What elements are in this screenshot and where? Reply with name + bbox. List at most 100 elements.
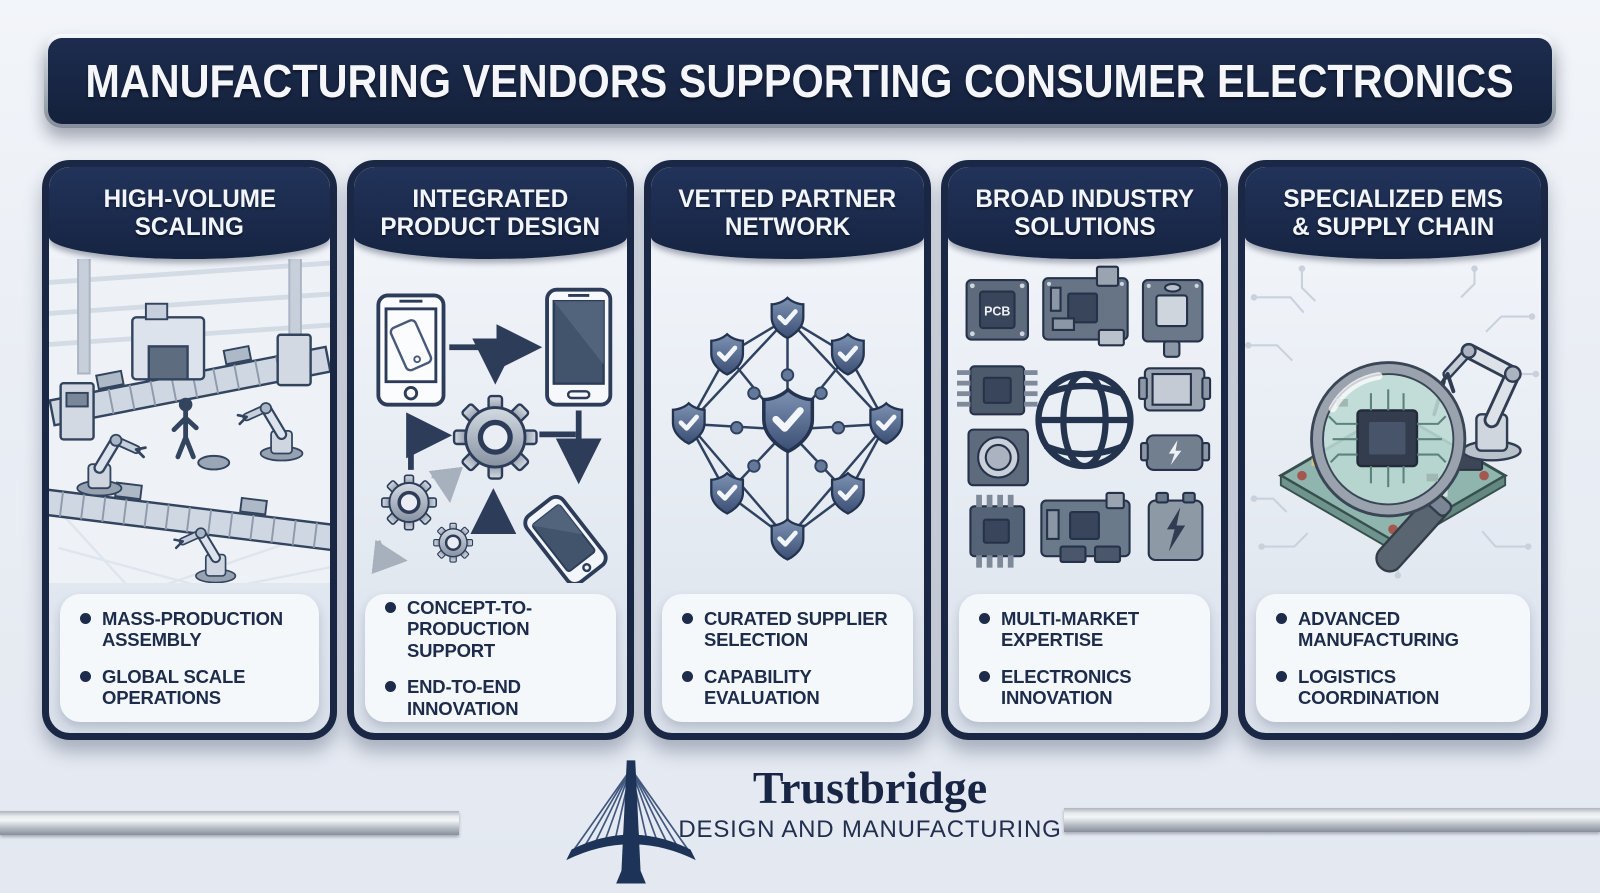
bullet-dot <box>1276 670 1287 682</box>
bullet-dot <box>80 670 91 682</box>
brand-name: Trustbridge <box>752 762 988 813</box>
list-item: GLOBAL SCALE OPERATIONS <box>80 666 303 709</box>
card-1-bullets: MASS-PRODUCTION ASSEMBLY GLOBAL SCALE OP… <box>60 594 319 722</box>
shield-check-icon <box>772 519 804 559</box>
footer-brand-block: Trustbridge DESIGN AND MANUFACTURING <box>678 762 1060 844</box>
bullet-dot <box>682 612 693 624</box>
shield-network-illustration <box>651 259 924 583</box>
worker-figure <box>171 397 199 460</box>
bullet-dot <box>979 670 990 682</box>
pcb-label: PCB <box>984 305 1010 319</box>
bullet-dot <box>1276 612 1287 624</box>
bullet-text: MASS-PRODUCTION ASSEMBLY <box>102 607 283 651</box>
card-high-volume-scaling: HIGH-VOLUME SCALING <box>42 160 337 740</box>
chip-under-glass <box>1328 389 1447 488</box>
card-vetted-partner-network: VETTED PARTNER NETWORK <box>644 160 931 740</box>
bullet-text: CONCEPT-TO-PRODUCTION SUPPORT <box>407 596 532 661</box>
shield-check-icon <box>764 390 813 452</box>
robot-arm-icon <box>1432 342 1522 462</box>
sensor-icon <box>967 428 1029 487</box>
flow-arrows <box>406 324 602 535</box>
battery-icon <box>1140 434 1211 471</box>
list-item: MULTI-MARKET EXPERTISE <box>979 608 1194 651</box>
feature-cards-row: HIGH-VOLUME SCALING <box>42 160 1558 740</box>
card-3-bullets: CURATED SUPPLIER SELECTION CAPABILITY EV… <box>662 594 913 722</box>
bullet-dot <box>385 681 396 693</box>
card-4-title-line1: BROAD INDUSTRY <box>975 184 1194 213</box>
card-2-bullets: CONCEPT-TO-PRODUCTION SUPPORT END-TO-END… <box>365 594 616 722</box>
page-title: MANUFACTURING VENDORS SUPPORTING CONSUME… <box>85 55 1515 107</box>
globe-icon <box>1035 370 1134 470</box>
bullet-text: MULTI-MARKET EXPERTISE <box>1001 607 1140 651</box>
card-4-title-line2: SOLUTIONS <box>1013 213 1156 241</box>
ic-chip-icon <box>969 494 1026 568</box>
card-broad-industry-solutions: BROAD INDUSTRY SOLUTIONS PCB <box>941 160 1228 740</box>
gear-icon-small <box>380 473 438 532</box>
network-nodes <box>729 368 846 473</box>
card-2-header: INTEGRATED PRODUCT DESIGN <box>354 167 627 259</box>
list-item: MASS-PRODUCTION ASSEMBLY <box>80 608 303 651</box>
finished-phone-icon <box>523 494 608 583</box>
card-integrated-product-design: INTEGRATED PRODUCT DESIGN <box>347 160 634 740</box>
bullet-text: ELECTRONICS INNOVATION <box>1001 665 1132 708</box>
card-5-title-line2: & SUPPLY CHAIN <box>1291 213 1495 241</box>
list-item: CONCEPT-TO-PRODUCTION SUPPORT <box>385 597 600 661</box>
shield-check-icon <box>832 473 864 513</box>
metallic-divider-right <box>1064 808 1600 832</box>
design-flow-illustration <box>354 259 627 583</box>
shield-check-icon <box>711 473 743 513</box>
card-2-title-line1: INTEGRATED <box>412 184 569 213</box>
card-4-bullets: MULTI-MARKET EXPERTISE ELECTRONICS INNOV… <box>959 594 1210 722</box>
gantry-machine <box>131 302 206 381</box>
card-1-title-line1: HIGH-VOLUME <box>103 184 276 213</box>
sketch-phone-icon <box>376 293 446 407</box>
bullet-dot <box>682 670 693 682</box>
bullet-text: END-TO-END INNOVATION <box>407 676 521 719</box>
smartphone-icon <box>545 287 613 407</box>
bullet-text: CAPABILITY EVALUATION <box>704 665 820 708</box>
bullet-text: CURATED SUPPLIER SELECTION <box>704 607 888 651</box>
bullet-text: LOGISTICS COORDINATION <box>1298 665 1440 708</box>
list-item: ADVANCED MANUFACTURING <box>1276 608 1514 651</box>
title-banner-inner: MANUFACTURING VENDORS SUPPORTING CONSUME… <box>48 38 1552 124</box>
magnifier-icon <box>1310 361 1467 573</box>
card-1-header: HIGH-VOLUME SCALING <box>49 167 330 259</box>
card-3-title-line2: NETWORK <box>724 213 851 241</box>
list-item: ELECTRONICS INNOVATION <box>979 666 1194 709</box>
gray-cycle-arrows <box>371 466 463 575</box>
card-2-title-line2: PRODUCT DESIGN <box>380 213 601 241</box>
bullet-dot <box>385 601 396 613</box>
bridge-icon <box>562 754 700 888</box>
bullet-dot <box>80 612 91 624</box>
electronics-components-illustration: PCB <box>948 259 1221 583</box>
card-specialized-ems-supply-chain: SPECIALIZED EMS & SUPPLY CHAIN <box>1238 160 1548 740</box>
chip-module-icon <box>1141 279 1204 358</box>
trace-dots <box>1245 265 1540 579</box>
battery-pack-icon <box>1147 491 1204 562</box>
card-3-title-line1: VETTED PARTNER <box>678 184 897 213</box>
circuit-board-icon <box>1042 265 1129 347</box>
factory-automation-illustration <box>49 259 330 583</box>
microchip-icon <box>957 365 1038 416</box>
list-item: END-TO-END INNOVATION <box>385 676 600 719</box>
conveyor-belt-upper <box>49 344 330 427</box>
pcb-inspection-illustration <box>1245 259 1541 583</box>
brand-tagline: DESIGN AND MANUFACTURING <box>678 816 1062 844</box>
list-item: LOGISTICS COORDINATION <box>1276 666 1514 709</box>
list-item: CAPABILITY EVALUATION <box>682 666 897 709</box>
card-5-header: SPECIALIZED EMS & SUPPLY CHAIN <box>1245 167 1541 259</box>
controller-board-icon <box>1040 491 1131 563</box>
list-item: CURATED SUPPLIER SELECTION <box>682 608 897 651</box>
bullet-text: GLOBAL SCALE OPERATIONS <box>102 665 246 708</box>
pcb-chip-icon: PCB <box>965 279 1029 341</box>
battery-module-icon <box>1138 367 1212 412</box>
card-5-bullets: ADVANCED MANUFACTURING LOGISTICS COORDIN… <box>1256 594 1530 722</box>
metallic-divider-left <box>0 811 459 835</box>
bullet-dot <box>979 612 990 624</box>
card-4-header: BROAD INDUSTRY SOLUTIONS <box>948 167 1221 259</box>
gear-icon-small <box>432 522 474 564</box>
title-banner: MANUFACTURING VENDORS SUPPORTING CONSUME… <box>44 34 1556 128</box>
card-3-header: VETTED PARTNER NETWORK <box>651 167 924 259</box>
conveyor-belt-lower <box>49 481 330 552</box>
card-1-title-line2: SCALING <box>134 213 245 241</box>
